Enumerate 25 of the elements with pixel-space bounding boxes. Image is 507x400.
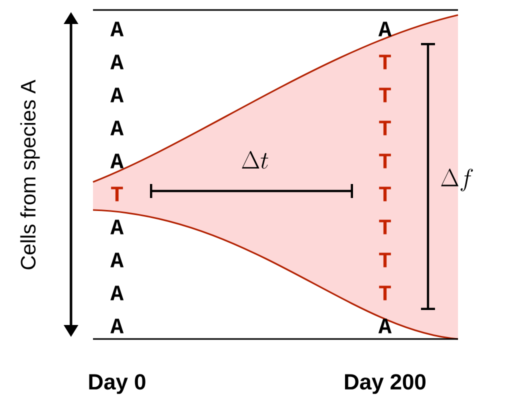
letter: A	[110, 252, 124, 268]
letter: A	[110, 318, 124, 334]
letter: T	[379, 220, 391, 234]
letter: A	[110, 286, 124, 300]
dimension-label: $\Delta f$	[441, 168, 473, 192]
letter: T	[379, 54, 391, 70]
letter: A	[110, 120, 124, 136]
letter: T	[111, 186, 123, 202]
letter: T	[379, 120, 391, 136]
letter: T	[379, 286, 391, 300]
axis-label: Cells from species A	[20, 80, 40, 270]
letter: T	[379, 252, 391, 268]
letter: T	[379, 186, 391, 202]
letter: T	[379, 154, 391, 168]
letter: A	[378, 22, 392, 36]
letter: A	[378, 318, 392, 334]
dimension-label: $\Delta t$	[242, 150, 268, 169]
letter: A	[110, 220, 124, 234]
letter: A	[110, 54, 124, 70]
time-label: Day 0	[89, 374, 146, 394]
time-label: Day 200	[345, 374, 426, 394]
letter: A	[110, 154, 124, 168]
letter: T	[379, 88, 391, 102]
letter: A	[110, 88, 124, 102]
letter: A	[110, 22, 124, 36]
